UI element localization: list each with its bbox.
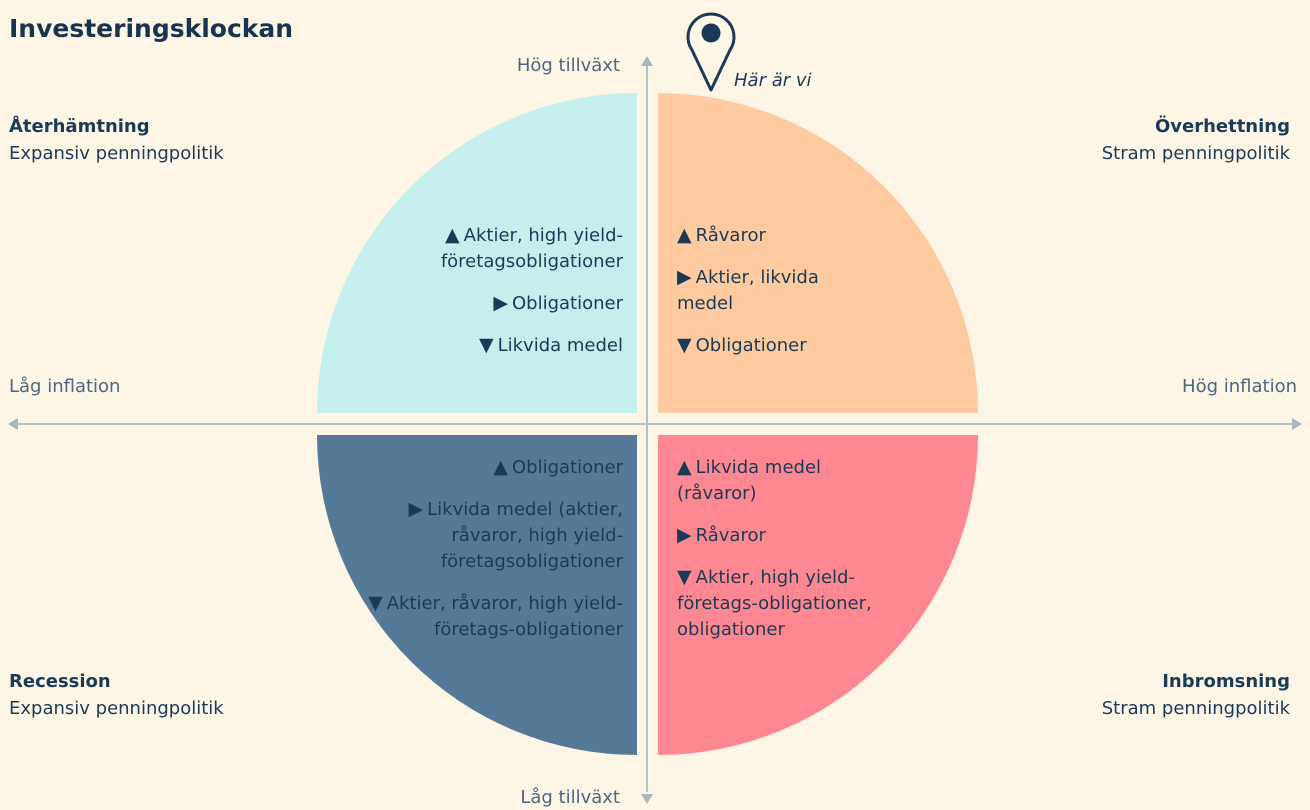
phase-bottom-left: Recession Expansiv penningpolitik [9, 668, 224, 722]
item-text: Likvida medel [497, 335, 623, 356]
arrow-up-icon: ▲ [677, 456, 692, 478]
quadrant-item: ▲Aktier, high yield-företagsobligationer [383, 222, 623, 275]
axis-arrow-right [1292, 418, 1302, 430]
quadrant-item: ▶Likvida medel (aktier, råvaror, high yi… [361, 496, 623, 575]
item-text: Obligationer [695, 335, 807, 356]
item-text: Aktier, råvaror, high yield-företags-obl… [386, 593, 623, 640]
location-pin-icon [686, 12, 736, 92]
quadrant-bottom-left-items: ▲Obligationer ▶Likvida medel (aktier, rå… [361, 454, 623, 658]
quadrant-bottom-right-items: ▲Likvida medel (råvaror) ▶Råvaror ▼Aktie… [677, 454, 877, 658]
quadrant-item: ▼Aktier, high yield-företags-obligatione… [677, 564, 877, 643]
axis-label-left: Låg inflation [9, 376, 121, 397]
quadrant-item: ▶Råvaror [677, 522, 877, 549]
phase-policy: Stram penningpolitik [1101, 698, 1290, 719]
quadrant-item: ▲Obligationer [361, 454, 623, 481]
axis-arrow-up [641, 56, 653, 66]
item-text: Obligationer [511, 293, 623, 314]
arrow-down-icon: ▼ [677, 566, 692, 588]
arrow-up-icon: ▲ [445, 224, 460, 246]
phase-bottom-right: Inbromsning Stram penningpolitik [1102, 668, 1290, 722]
phase-top-right: Överhettning Stram penningpolitik [1102, 113, 1290, 167]
phase-name: Återhämtning [9, 116, 150, 137]
diagram-title: Investeringsklockan [9, 14, 294, 43]
quadrant-top-left-items: ▲Aktier, high yield-företagsobligationer… [383, 222, 623, 374]
item-text: Obligationer [511, 457, 623, 478]
axis-arrow-down [641, 794, 653, 804]
quadrant-item: ▲Likvida medel (råvaror) [677, 454, 877, 507]
item-text: Aktier, likvida medel [677, 267, 819, 314]
quadrant-item: ▼Aktier, råvaror, high yield-företags-ob… [361, 590, 623, 643]
axis-label-bottom: Låg tillväxt [520, 787, 620, 808]
item-text: Likvida medel (aktier, råvaror, high yie… [427, 499, 623, 572]
arrow-right-icon: ▶ [677, 524, 692, 546]
item-text: Råvaror [695, 525, 766, 546]
phase-policy: Expansiv penningpolitik [9, 698, 224, 719]
quadrant-bottom-left [317, 435, 637, 755]
quadrant-item: ▶Obligationer [383, 290, 623, 317]
axis-arrow-left [8, 418, 18, 430]
item-text: Aktier, high yield-företagsobligationer [440, 225, 623, 272]
arrow-up-icon: ▲ [493, 456, 508, 478]
phase-name: Inbromsning [1162, 671, 1290, 692]
item-text: Likvida medel (råvaror) [677, 457, 822, 504]
phase-policy: Stram penningpolitik [1101, 143, 1290, 164]
phase-top-left: Återhämtning Expansiv penningpolitik [9, 113, 224, 167]
arrow-down-icon: ▼ [478, 334, 494, 356]
phase-name: Recession [9, 671, 111, 692]
quadrant-item: ▼Likvida medel [383, 332, 623, 359]
arrow-right-icon: ▶ [408, 498, 424, 520]
arrow-down-icon: ▼ [677, 334, 692, 356]
axis-label-right: Hög inflation [1182, 376, 1297, 397]
current-position-label: Här är vi [734, 70, 812, 91]
arrow-down-icon: ▼ [368, 592, 383, 614]
axis-label-top: Hög tillväxt [516, 55, 620, 76]
quadrant-item: ▼Obligationer [677, 332, 877, 359]
quadrant-top-left [317, 93, 637, 413]
quadrant-top-right-items: ▲Råvaror ▶Aktier, likvida medel ▼Obligat… [677, 222, 877, 374]
phase-name: Överhettning [1154, 116, 1290, 137]
arrow-right-icon: ▶ [677, 266, 692, 288]
item-text: Aktier, high yield-företags-obligationer… [677, 567, 872, 640]
quadrant-top-right [658, 93, 978, 413]
quadrant-item: ▶Aktier, likvida medel [677, 264, 877, 317]
quadrant-item: ▲Råvaror [677, 222, 877, 249]
item-text: Råvaror [695, 225, 766, 246]
arrow-up-icon: ▲ [677, 224, 692, 246]
quadrant-bottom-right [658, 435, 978, 755]
phase-policy: Expansiv penningpolitik [9, 143, 224, 164]
arrow-right-icon: ▶ [493, 292, 508, 314]
